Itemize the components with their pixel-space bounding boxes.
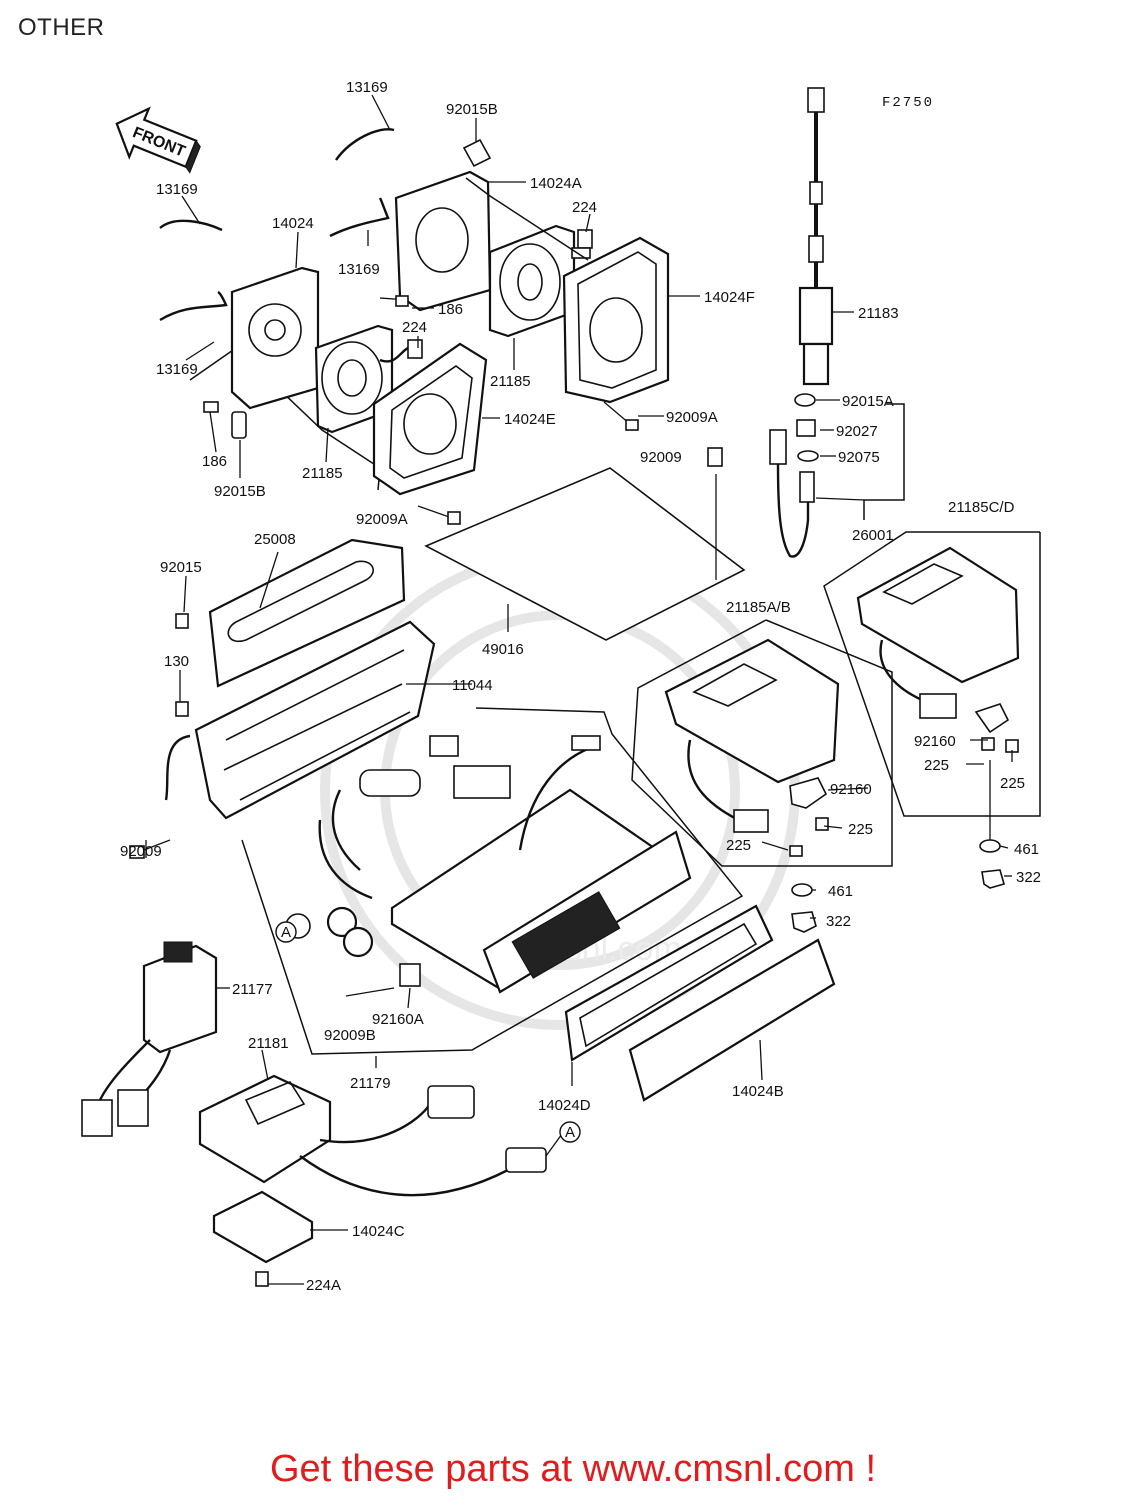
svg-text:A: A [565,1124,575,1141]
label-225: 225 [848,821,873,838]
label-92015b: 92015B [214,483,266,500]
amplifier-21181 [198,1074,547,1197]
label-461: 461 [828,883,853,900]
label-130: 130 [164,653,189,670]
label-461: 461 [1014,841,1039,858]
label-13169: 13169 [346,79,388,96]
figure-code: F2750 [882,95,934,111]
label-11044: 11044 [452,677,493,694]
label-13169: 13169 [156,181,198,198]
label-92160: 92160 [830,781,872,798]
label-92160a: 92160A [372,1011,424,1028]
label-225: 225 [726,837,751,854]
reference-marker-a: A [559,1121,581,1143]
label-49016: 49016 [482,641,524,658]
footer-link-banner[interactable]: Get these parts at www.cmsnl.com ! [269,1448,877,1490]
label-21185: 21185 [302,465,343,482]
label-322: 322 [1016,869,1041,886]
label-26001: 26001 [852,527,894,544]
label-21185: 21185 [490,373,531,390]
plate-49016 [424,467,746,641]
label-92015b: 92015B [446,101,498,118]
label-92075: 92075 [838,449,880,466]
mounting-bracket [129,538,436,859]
page-title: OTHER [18,14,105,41]
label-92009: 92009 [120,843,162,860]
speaker-housing-cd [823,531,1041,889]
part-labels: 13169 92015B 14024A 13169 224 14024 1316… [120,79,1041,1294]
clip-13169 [335,128,395,161]
label-14024f: 14024F [704,289,755,306]
label-224: 224 [402,319,427,336]
leader-lines [145,94,1013,1285]
label-14024: 14024 [272,215,314,232]
switch-21177 [81,941,218,1137]
label-14024e: 14024E [504,411,556,428]
label-13169: 13169 [338,261,380,278]
label-224a: 224A [306,1277,341,1294]
label-21181: 21181 [248,1035,289,1052]
label-92009: 92009 [640,449,682,466]
antenna-assembly [769,87,905,558]
reference-marker-a: A [275,921,297,943]
parts-diagram: www.cmsnl.com F2750 FRONT [81,79,1041,1294]
label-14024a: 14024A [530,175,582,192]
speaker-housing-ab [631,619,893,933]
label-25008: 25008 [254,531,296,548]
clip-13169 [159,219,223,232]
clip-13169 [329,197,390,238]
label-14024c: 14024C [352,1223,405,1240]
label-13169: 13169 [156,361,198,378]
label-14024d: 14024D [538,1097,591,1114]
label-92160: 92160 [914,733,956,750]
speaker-assembly-right [329,128,670,431]
label-21177: 21177 [232,981,273,998]
front-arrow-icon: FRONT [115,106,201,174]
label-21185ab: 21185A/B [726,599,791,616]
label-224: 224 [572,199,597,216]
radio-unit [241,707,744,1055]
cover-14024c [212,1190,314,1264]
clip-13169 [159,290,228,322]
label-186: 186 [202,453,227,470]
cover-14024d [564,904,774,1062]
label-21183: 21183 [858,305,899,322]
label-225: 225 [1000,775,1025,792]
label-186: 186 [438,301,463,318]
label-92027: 92027 [836,423,878,440]
label-92009a: 92009A [666,409,718,426]
label-322: 322 [826,913,851,930]
label-21185cd: 21185C/D [948,499,1015,516]
label-92009a: 92009A [356,511,408,528]
label-225: 225 [924,757,949,774]
label-92009b: 92009B [324,1027,376,1044]
label-14024b: 14024B [732,1083,784,1100]
label-21179: 21179 [350,1075,391,1092]
speaker-assembly-left [159,219,488,525]
label-92015: 92015 [160,559,202,576]
cover-14024b [628,938,836,1102]
label-92015a: 92015A [842,393,894,410]
svg-text:A: A [281,924,291,941]
